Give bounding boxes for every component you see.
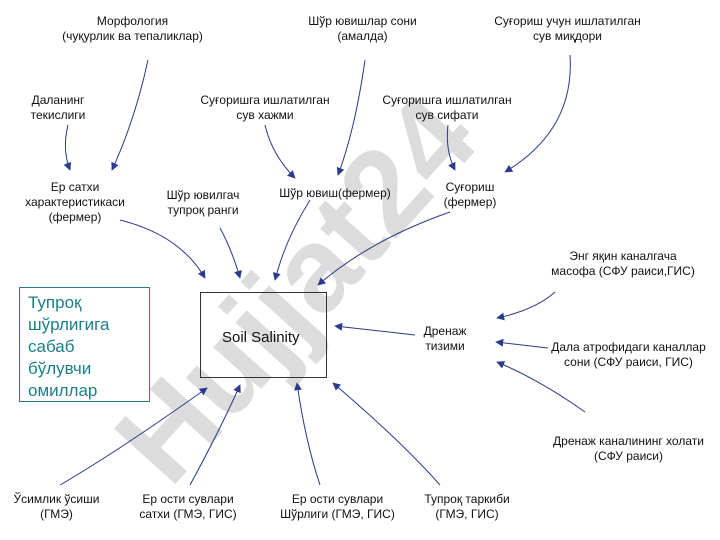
node-usimlik: Ўсимлик ўсиши (ГМЭ) bbox=[13, 492, 100, 521]
arrow-rang-center bbox=[219, 227, 242, 279]
arrow-hajm-shur bbox=[264, 124, 296, 179]
arrow-masofa-drenaj bbox=[496, 291, 556, 321]
node-shur-yuvishlar-soni: Шўр ювишлар сони (амалда) bbox=[308, 14, 417, 43]
soil-salinity-box bbox=[200, 292, 327, 378]
node-sugorish-fermer: Суғориш (фермер) bbox=[443, 180, 497, 209]
arrow-shurligi-center bbox=[294, 382, 321, 486]
node-shur-yuvilgach: Шўр ювилгач тупроқ ранги bbox=[166, 188, 240, 217]
arrow-er-center bbox=[119, 219, 206, 279]
node-kanal-masofa: Энг яқин каналгача масофа (СФУ раиси,ГИС… bbox=[551, 249, 695, 278]
arrow-miqdor-sugorish bbox=[504, 54, 571, 173]
arrow-sugorish-center bbox=[317, 211, 451, 286]
arrow-soni-shur bbox=[336, 59, 366, 176]
arrow-drenaj-center bbox=[334, 322, 416, 336]
legend-box: Тупроқ шўрлигига сабаб бўлувчи омиллар bbox=[19, 287, 150, 402]
node-kanal-holati: Дренаж каналининг холати (СФУ раиси) bbox=[553, 434, 704, 463]
node-kanallar-soni: Дала атрофидаги каналлар сони (СФУ раиси… bbox=[551, 340, 706, 369]
arrow-tekislik-er bbox=[63, 124, 72, 171]
node-er-satxi: Ер сатхи характеристикаси (фермер) bbox=[25, 180, 125, 224]
node-tarkibi: Тупроқ таркиби (ГМЭ, ГИС) bbox=[424, 492, 510, 521]
node-suvlari-shurligi: Ер ости сувлари Шўрлиги (ГМЭ, ГИС) bbox=[280, 492, 395, 521]
soil-salinity-label: Soil Salinity bbox=[222, 329, 300, 346]
node-sugorish-miqdori: Суғориш учун ишлатилган сув миқдори bbox=[494, 14, 641, 43]
arrow-satxi-center bbox=[189, 384, 241, 486]
node-suv-hajmi: Суғоришга ишлатилган сув хажми bbox=[200, 93, 330, 122]
node-dalaning-tekisligi: Даланинг текислиги bbox=[30, 93, 86, 122]
arrow-sifat-sugorish bbox=[446, 124, 456, 171]
arrow-usimlik-center bbox=[59, 387, 208, 486]
node-drenaj-tizimi: Дренаж тизими bbox=[423, 324, 467, 353]
arrow-tarkibi-center bbox=[332, 382, 441, 486]
node-morfologiya: Морфология (чуқурлик ва тепаликлар) bbox=[62, 14, 203, 43]
arrow-shur-center bbox=[272, 199, 311, 281]
arrow-morfologiya-er bbox=[111, 59, 149, 171]
arrow-holat-drenaj bbox=[496, 361, 586, 413]
node-suvlari-satxi: Ер ости сувлари сатхи (ГМЭ, ГИС) bbox=[139, 492, 237, 521]
node-shur-yuvish-fermer: Шўр ювиш(фермер) bbox=[279, 186, 391, 200]
arrow-kanallar-drenaj bbox=[495, 338, 549, 349]
node-suv-sifati: Суғоришга ишлатилган сув сифати bbox=[382, 93, 512, 122]
